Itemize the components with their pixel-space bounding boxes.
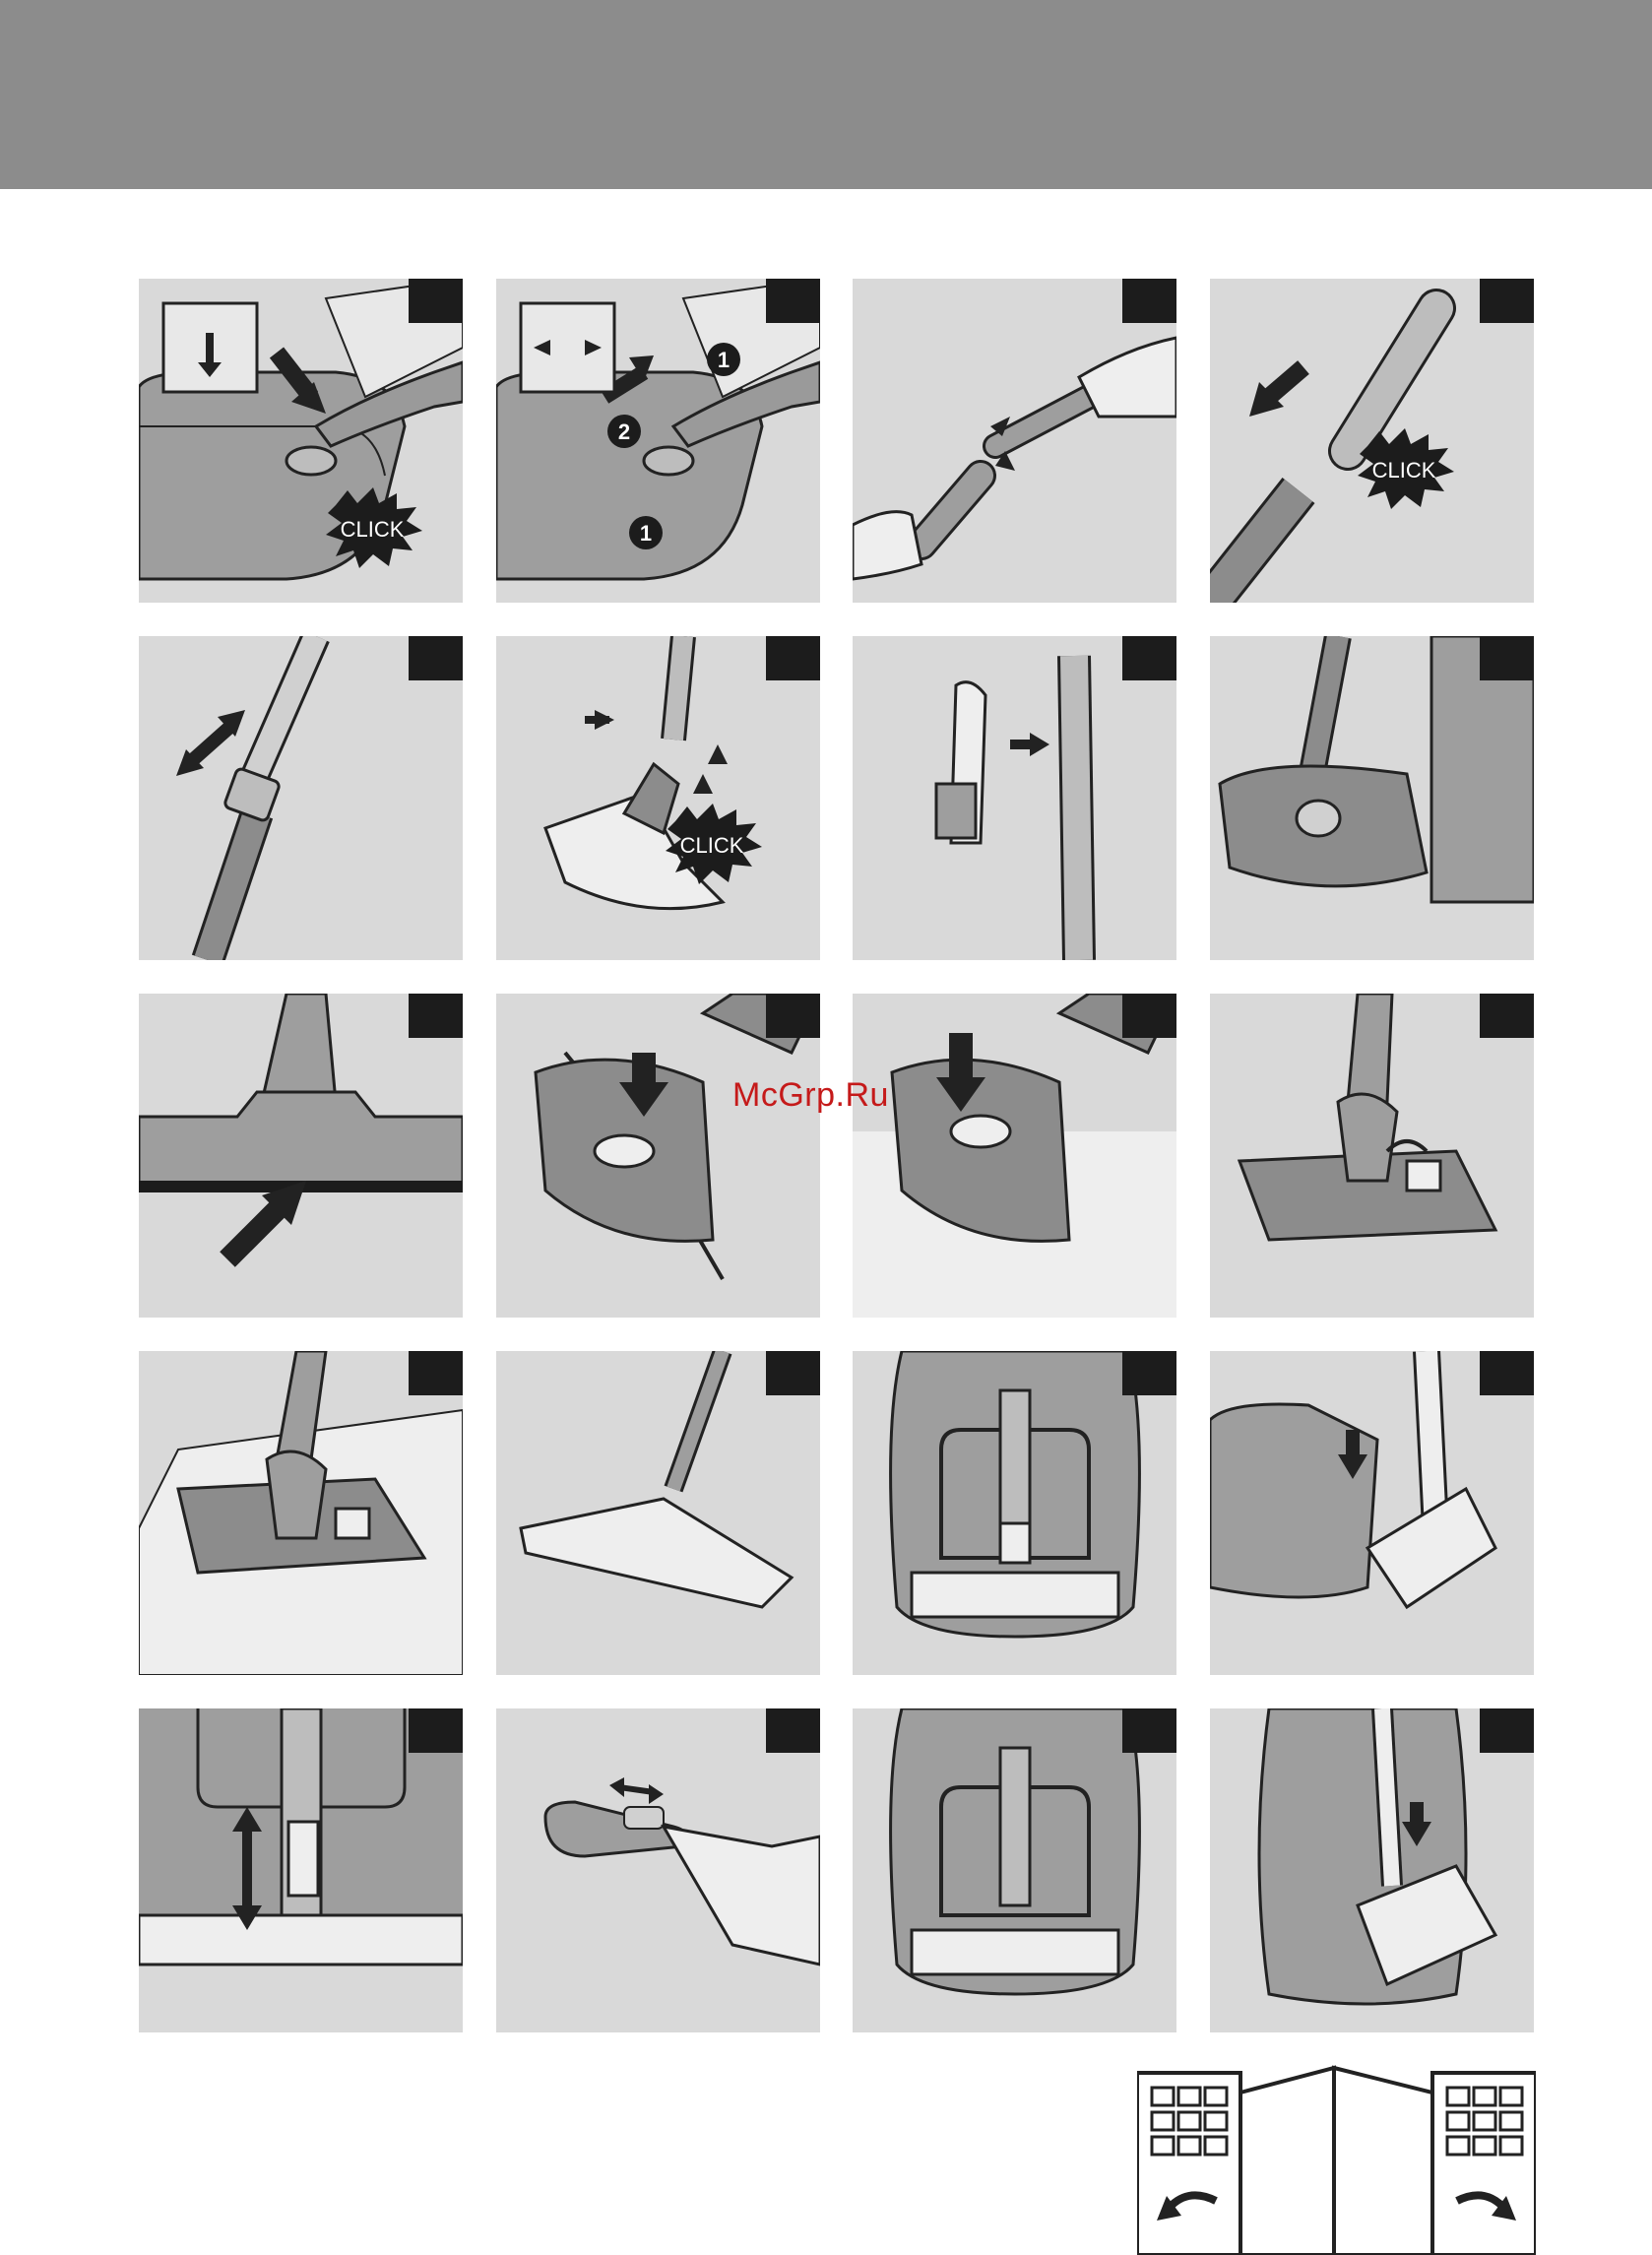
tube-parking-illustration	[1210, 1351, 1534, 1675]
step-number-box	[1480, 636, 1534, 680]
fold-out-booklet-icon	[1137, 2063, 1536, 2255]
figure-panel-11	[853, 994, 1176, 1318]
nozzle-switch-brush-up-illustration	[1210, 994, 1534, 1318]
appliance-rear-view-illustration-2	[853, 1708, 1176, 2032]
step-number-box	[1480, 1351, 1534, 1395]
step-number-box	[766, 636, 820, 680]
step-one-badge-lower: 1	[640, 521, 652, 546]
nozzle-bumper-illustration	[139, 994, 463, 1318]
suction-slider-illustration	[139, 1708, 463, 2032]
step-number-box	[409, 994, 463, 1038]
handle-tube-connect-illustration	[853, 279, 1176, 603]
figure-panel-18	[496, 1708, 820, 2032]
figure-panel-1: CLICK	[139, 279, 463, 603]
step-two-badge: 2	[618, 419, 630, 444]
figure-panel-20	[1210, 1708, 1534, 2032]
appliance-rear-view-illustration	[853, 1351, 1176, 1675]
hose-release-illustration: 1 2 1	[496, 279, 820, 603]
step-number-box	[766, 1708, 820, 1753]
figure-panel-12	[1210, 994, 1534, 1318]
figure-panel-19	[853, 1708, 1176, 2032]
step-number-box	[766, 1351, 820, 1395]
step-number-box	[1122, 994, 1176, 1038]
click-label: CLICK	[341, 517, 405, 542]
click-label: CLICK	[1372, 458, 1436, 483]
nozzle-wall-edge-illustration	[1210, 636, 1534, 960]
nozzle-hard-floor-illustration	[496, 994, 820, 1318]
figure-panel-10	[496, 994, 820, 1318]
figure-panel-13	[139, 1351, 463, 1675]
telescopic-tube-adjust-illustration	[139, 636, 463, 960]
nozzle-attach-click-illustration: CLICK	[496, 636, 820, 960]
accessory-clip-illustration	[853, 636, 1176, 960]
step-number-box	[1122, 636, 1176, 680]
step-number-box	[1480, 279, 1534, 323]
figure-panel-14	[496, 1351, 820, 1675]
step-one-badge: 1	[718, 348, 730, 372]
figure-panel-3	[853, 279, 1176, 603]
figure-panel-17	[139, 1708, 463, 2032]
figure-panel-16	[1210, 1351, 1534, 1675]
step-number-box	[409, 1708, 463, 1753]
figure-panel-2: 1 2 1	[496, 279, 820, 603]
step-number-box	[766, 994, 820, 1038]
step-number-box	[766, 279, 820, 323]
nozzle-carpet-pedal-illustration	[853, 994, 1176, 1318]
click-label: CLICK	[680, 833, 744, 858]
step-number-box	[1122, 1351, 1176, 1395]
step-number-box	[409, 1351, 463, 1395]
header-bar	[0, 0, 1652, 189]
watermark: McGrp.Ru	[732, 1076, 889, 1115]
figure-panel-9	[139, 994, 463, 1318]
figure-panel-5	[139, 636, 463, 960]
figure-panel-15	[853, 1351, 1176, 1675]
upright-storage-illustration	[1210, 1708, 1534, 2032]
figure-panel-4: CLICK	[1210, 279, 1534, 603]
figure-panel-6: CLICK	[496, 636, 820, 960]
parquet-nozzle-illustration	[496, 1351, 820, 1675]
hose-connect-click-illustration: CLICK	[139, 279, 463, 603]
nozzle-switch-brush-down-carpet-illustration	[139, 1351, 463, 1675]
handle-air-slide-illustration	[496, 1708, 820, 2032]
step-number-box	[1122, 279, 1176, 323]
step-number-box	[409, 279, 463, 323]
step-number-box	[409, 636, 463, 680]
figure-panel-7	[853, 636, 1176, 960]
step-number-box	[1122, 1708, 1176, 1753]
step-number-box	[1480, 994, 1534, 1038]
tube-click-illustration: CLICK	[1210, 279, 1534, 603]
figure-panel-8	[1210, 636, 1534, 960]
step-number-box	[1480, 1708, 1534, 1753]
